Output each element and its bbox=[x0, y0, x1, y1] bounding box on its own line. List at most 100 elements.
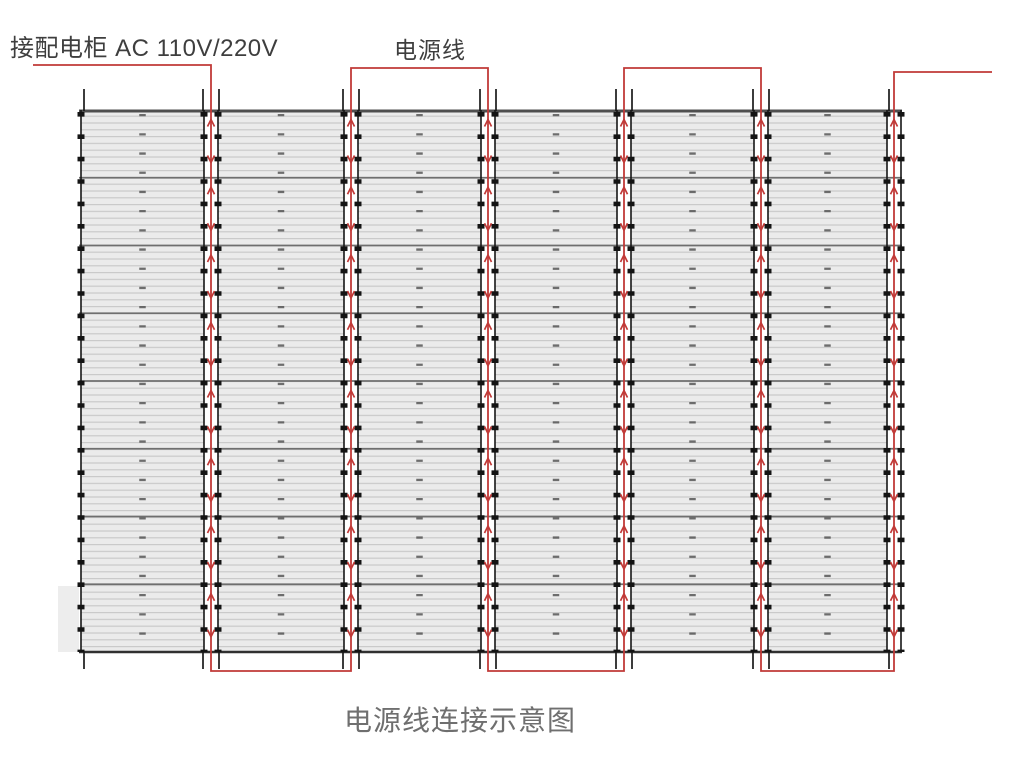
cable-arrow-up-icon bbox=[889, 591, 899, 602]
cable-arrow-down-icon bbox=[619, 629, 629, 639]
cable-arrow-down-icon bbox=[346, 426, 356, 436]
cable-arrow-down-icon bbox=[619, 426, 629, 436]
cable-arrow-up-icon bbox=[756, 320, 766, 331]
cable-arrow-up-icon bbox=[206, 456, 216, 466]
cable-arrow-down-icon bbox=[206, 493, 216, 504]
cable-arrow-down-icon bbox=[889, 222, 899, 233]
cable-arrow-up-icon bbox=[619, 117, 629, 127]
cable-arrow-up-icon bbox=[619, 320, 629, 331]
cable-arrow-up-icon bbox=[619, 591, 629, 602]
cable-arrow-down-icon bbox=[483, 222, 493, 233]
cable-arrow-down-icon bbox=[346, 155, 356, 165]
cable-arrow-up-icon bbox=[756, 388, 766, 398]
cable-arrow-down-icon bbox=[483, 358, 493, 368]
cable-arrow-up-icon bbox=[756, 185, 766, 195]
cable-arrow-down-icon bbox=[756, 629, 766, 639]
cable-arrow-up-icon bbox=[889, 253, 899, 263]
cable-arrow-down-icon bbox=[346, 561, 356, 571]
cable-arrow-up-icon bbox=[483, 456, 493, 466]
cable-arrow-up-icon bbox=[483, 524, 493, 534]
cable-arrow-up-icon bbox=[756, 253, 766, 263]
diagram-caption: 电源线连接示意图 bbox=[344, 705, 577, 736]
cable-arrow-down-icon bbox=[756, 426, 766, 436]
cable-arrow-down-icon bbox=[619, 493, 629, 504]
cable-arrow-down-icon bbox=[346, 629, 356, 639]
cable-arrow-up-icon bbox=[346, 524, 356, 534]
cable-arrow-down-icon bbox=[206, 222, 216, 233]
cable-arrow-down-icon bbox=[483, 493, 493, 504]
cable-arrow-down-icon bbox=[206, 290, 216, 300]
cable-arrow-up-icon bbox=[756, 456, 766, 466]
cable-arrow-down-icon bbox=[206, 561, 216, 571]
power-cable-label: 电源线 bbox=[394, 37, 466, 63]
cable-arrow-down-icon bbox=[346, 222, 356, 233]
cable-arrow-up-icon bbox=[483, 320, 493, 331]
cable-arrow-down-icon bbox=[346, 493, 356, 504]
cable-arrow-down-icon bbox=[483, 561, 493, 571]
cable-arrow-up-icon bbox=[483, 117, 493, 127]
cable-arrow-up-icon bbox=[889, 456, 899, 466]
cabinet-label: 接配电柜 AC 110V/220V bbox=[10, 35, 279, 62]
cable-arrow-up-icon bbox=[619, 456, 629, 466]
cable-arrow-down-icon bbox=[619, 358, 629, 368]
cable-arrow-down-icon bbox=[346, 358, 356, 368]
cable-arrow-down-icon bbox=[756, 222, 766, 233]
corner-shade bbox=[58, 586, 79, 652]
cable-arrow-up-icon bbox=[206, 388, 216, 398]
cable-arrow-down-icon bbox=[619, 155, 629, 165]
cable-arrow-down-icon bbox=[889, 358, 899, 368]
cable-arrow-up-icon bbox=[756, 117, 766, 127]
cable-arrow-down-icon bbox=[756, 493, 766, 504]
cable-arrow-up-icon bbox=[346, 456, 356, 466]
cable-arrow-down-icon bbox=[619, 290, 629, 300]
cable-arrow-down-icon bbox=[483, 290, 493, 300]
cable-arrow-down-icon bbox=[346, 290, 356, 300]
cable-arrow-up-icon bbox=[483, 253, 493, 263]
cable-arrow-down-icon bbox=[619, 222, 629, 233]
cable-arrow-up-icon bbox=[889, 524, 899, 534]
cable-arrow-up-icon bbox=[889, 388, 899, 398]
cable-arrow-down-icon bbox=[206, 426, 216, 436]
power-cable-path bbox=[33, 64, 992, 672]
cable-arrow-up-icon bbox=[346, 388, 356, 398]
cable-arrow-up-icon bbox=[346, 591, 356, 602]
cable-arrow-up-icon bbox=[619, 524, 629, 534]
cable-arrow-down-icon bbox=[483, 155, 493, 165]
cable-arrow-up-icon bbox=[619, 253, 629, 263]
cable-arrow-up-icon bbox=[206, 591, 216, 602]
cable-arrow-down-icon bbox=[889, 155, 899, 165]
cable-arrow-up-icon bbox=[206, 253, 216, 263]
cable-arrow-down-icon bbox=[483, 629, 493, 639]
cable-arrow-up-icon bbox=[206, 185, 216, 195]
cable-arrow-down-icon bbox=[756, 358, 766, 368]
cable-arrow-down-icon bbox=[889, 629, 899, 639]
cable-arrow-up-icon bbox=[346, 253, 356, 263]
cable-arrow-down-icon bbox=[483, 426, 493, 436]
cable-arrow-down-icon bbox=[756, 561, 766, 571]
cable-arrow-up-icon bbox=[889, 320, 899, 331]
cable-arrow-up-icon bbox=[889, 185, 899, 195]
cable-arrow-up-icon bbox=[346, 117, 356, 127]
cable-arrow-up-icon bbox=[483, 185, 493, 195]
cable-arrow-up-icon bbox=[889, 117, 899, 127]
cable-arrow-down-icon bbox=[206, 155, 216, 165]
cable-arrow-down-icon bbox=[756, 155, 766, 165]
cable-arrow-up-icon bbox=[483, 388, 493, 398]
cable-arrow-up-icon bbox=[206, 524, 216, 534]
cable-arrow-up-icon bbox=[619, 388, 629, 398]
cable-arrow-up-icon bbox=[346, 320, 356, 331]
cable-arrow-down-icon bbox=[889, 426, 899, 436]
cable-arrow-up-icon bbox=[756, 524, 766, 534]
cable-arrow-down-icon bbox=[889, 561, 899, 571]
cable-arrow-down-icon bbox=[206, 629, 216, 639]
cable-arrow-up-icon bbox=[619, 185, 629, 195]
cable-arrow-up-icon bbox=[483, 591, 493, 602]
cable-arrow-down-icon bbox=[889, 290, 899, 300]
cable-arrow-up-icon bbox=[346, 185, 356, 195]
cable-arrow-down-icon bbox=[619, 561, 629, 571]
cable-arrow-down-icon bbox=[756, 290, 766, 300]
cable-arrow-down-icon bbox=[206, 358, 216, 368]
cable-arrow-up-icon bbox=[756, 591, 766, 602]
